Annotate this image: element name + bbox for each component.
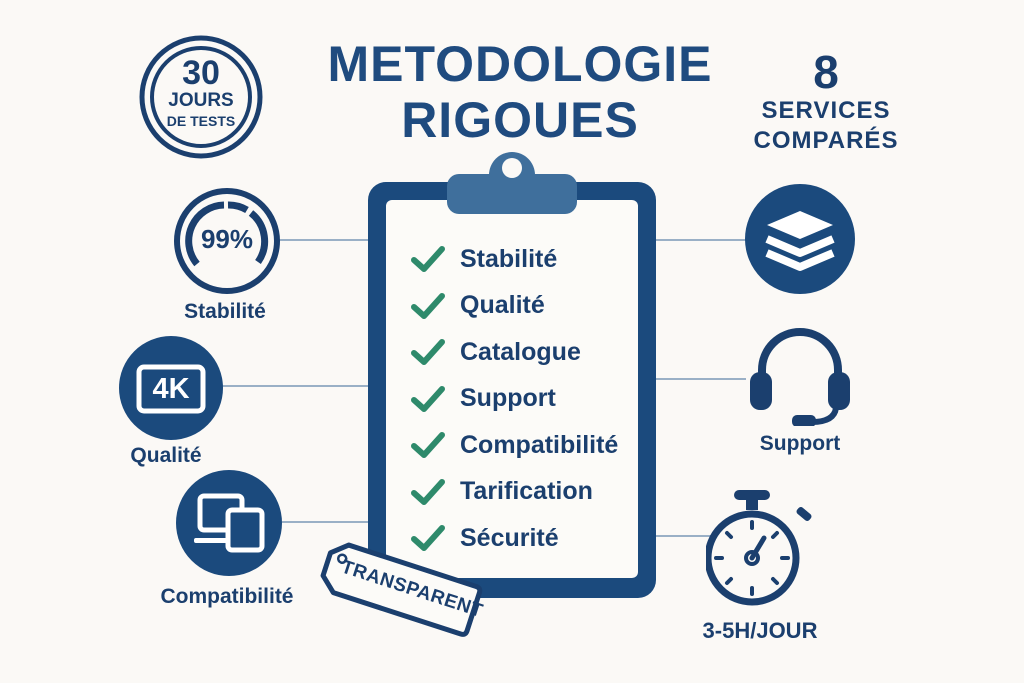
4k-icon xyxy=(136,364,206,414)
checklist-item: Catalogue xyxy=(410,329,640,376)
title-line-1: METODOLOGIE xyxy=(327,36,713,92)
connector-support xyxy=(654,378,746,380)
transparent-tag: TRANSPARENT xyxy=(315,537,485,640)
qualite-value: 4K xyxy=(152,373,190,405)
checklist-item: Stabilité xyxy=(410,236,640,283)
devices-icon xyxy=(194,493,265,553)
headset-icon xyxy=(750,328,850,427)
check-icon xyxy=(411,478,445,505)
checklist-label: Stabilité xyxy=(460,244,558,273)
connector-layers xyxy=(654,239,746,241)
connector-compatibilite xyxy=(282,521,370,523)
checklist-label: Support xyxy=(460,384,556,413)
connector-qualite xyxy=(212,385,370,387)
gauge-99-icon xyxy=(174,188,280,294)
stabilite-label: Stabilité xyxy=(184,300,266,323)
stopwatch-label: 3-5H/JOUR xyxy=(702,618,818,643)
compatibilite-label: Compatibilité xyxy=(160,585,294,608)
feature-stopwatch xyxy=(704,488,836,612)
checklist-label: Tarification xyxy=(460,477,593,506)
checklist-item: Compatibilité xyxy=(410,422,640,469)
checklist-item: Support xyxy=(410,376,640,423)
checklist-label: Qualité xyxy=(460,291,545,320)
checklist-label: Catalogue xyxy=(460,337,581,366)
services-number: 8 xyxy=(813,46,839,98)
check-icon xyxy=(411,246,445,273)
checklist: Stabilité Qualité Catalogue Support Comp… xyxy=(410,236,640,562)
page-title: METODOLOGIE RIGOUES xyxy=(300,36,740,148)
check-icon xyxy=(411,385,445,412)
connector-stopwatch xyxy=(654,535,714,537)
check-icon xyxy=(411,339,445,366)
badge-number: 30 xyxy=(182,54,220,92)
check-icon xyxy=(411,432,445,459)
clipboard-clip xyxy=(447,174,577,214)
checklist-label: Sécurité xyxy=(460,523,559,552)
badge-line-2: DE TESTS xyxy=(166,113,236,129)
check-icon xyxy=(411,292,445,319)
services-stat: 8 SERVICES COMPARÉS xyxy=(740,48,912,156)
support-label: Support xyxy=(759,432,841,455)
tag-icon xyxy=(320,542,483,637)
days-badge: 30 JOURS DE TESTS xyxy=(138,34,264,160)
feature-stabilite: 99% xyxy=(172,186,282,296)
check-icon xyxy=(411,525,445,552)
badge-line-1: JOURS xyxy=(168,90,234,111)
checklist-item: Sécurité xyxy=(410,515,640,562)
clipboard-clip-hole xyxy=(502,158,522,178)
title-line-2: RIGOUES xyxy=(401,92,639,148)
checklist-item: Qualité xyxy=(410,283,640,330)
feature-support xyxy=(748,322,852,427)
qualite-label: Qualité xyxy=(130,444,202,467)
feature-layers xyxy=(745,184,855,294)
services-line-1: SERVICES xyxy=(761,97,891,124)
feature-qualite: 4K xyxy=(119,336,223,440)
checklist-item: Tarification xyxy=(410,469,640,516)
connector-stabilite xyxy=(278,239,370,241)
feature-compatibilite xyxy=(176,470,282,576)
badge-rings-icon xyxy=(139,35,263,159)
stopwatch-icon xyxy=(704,490,812,606)
checklist-label: Compatibilité xyxy=(460,430,619,459)
stabilite-value: 99% xyxy=(200,224,254,254)
layers-icon xyxy=(765,211,835,271)
services-line-2: COMPARÉS xyxy=(753,127,899,154)
